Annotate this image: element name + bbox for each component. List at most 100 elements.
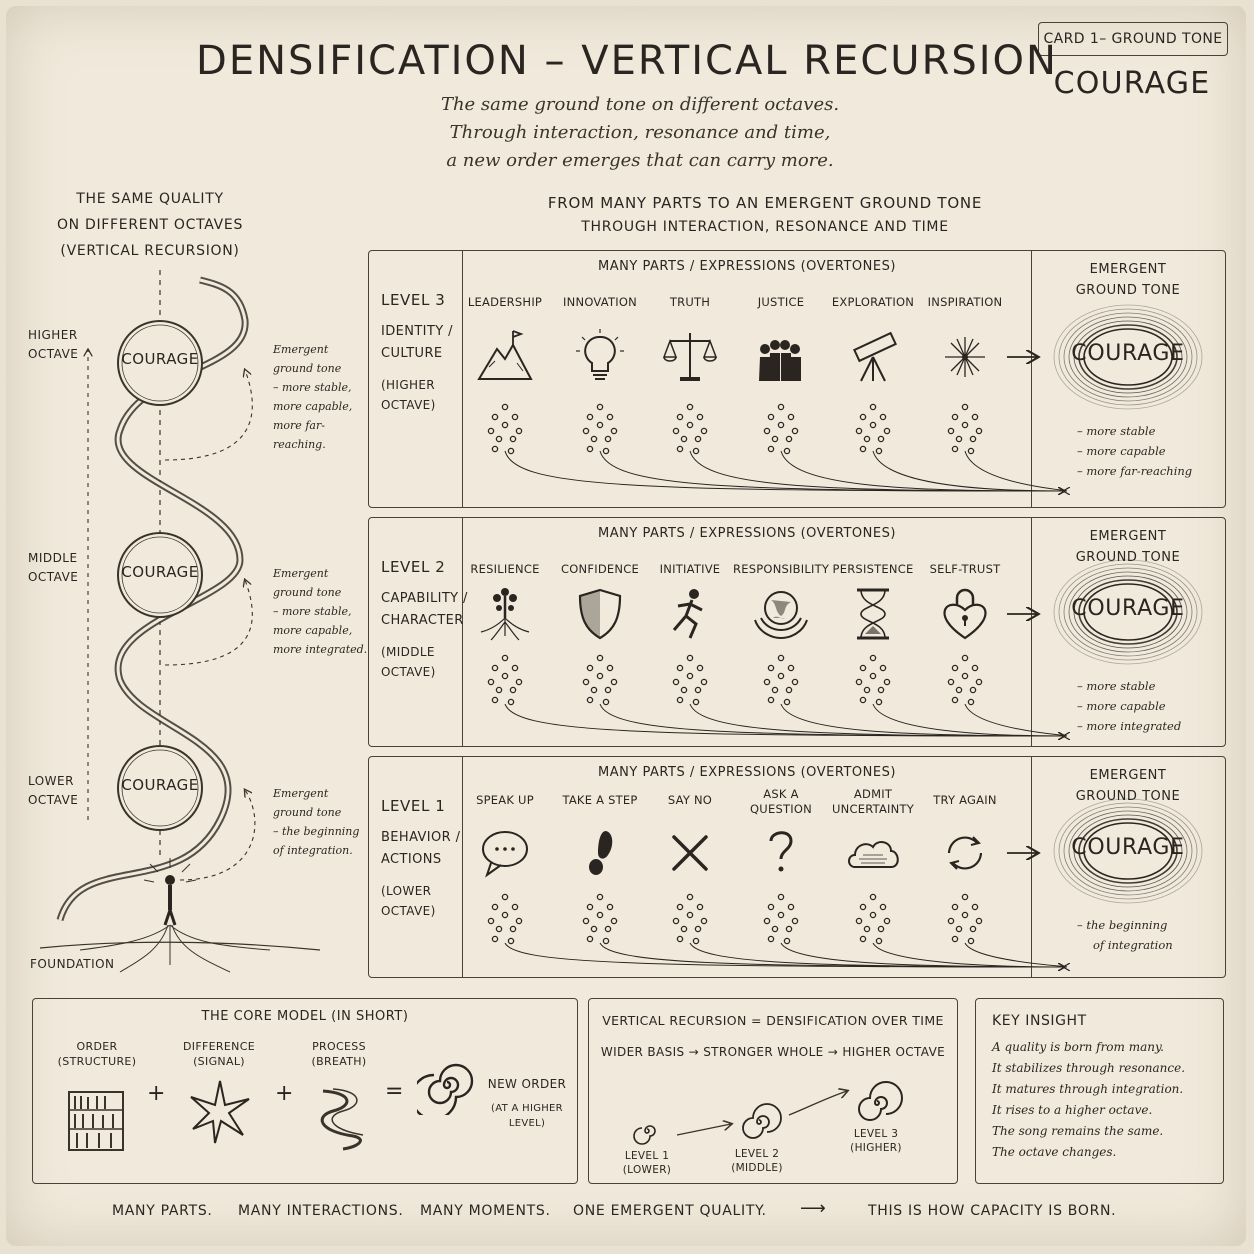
converging-arrows xyxy=(504,559,1203,746)
particle-cluster xyxy=(761,893,801,945)
particle-cluster xyxy=(670,893,710,945)
core-model-title: THE CORE MODEL (IN SHORT) xyxy=(201,1009,409,1024)
core-model-box: THE CORE MODEL (IN SHORT) ORDER(STRUCTUR… xyxy=(32,998,578,1184)
particle-cluster xyxy=(761,403,801,455)
level-title: LEVEL 1 xyxy=(381,797,446,815)
order-label: ORDER(STRUCTURE) xyxy=(57,1040,137,1068)
x-mark-icon xyxy=(660,823,720,883)
octave-spiral-diagram xyxy=(39,270,321,973)
lightbulb-icon xyxy=(570,327,630,387)
emergent-bullets: – more stable– more capable– more far-re… xyxy=(1077,424,1193,478)
new-order-sub: (AT A HIGHER LEVEL) xyxy=(491,1103,563,1129)
many-parts-heading: MANY PARTS / EXPRESSIONS (OVERTONES) xyxy=(597,765,897,780)
particle-cluster xyxy=(945,654,985,706)
overtone-label: EXPLORATION xyxy=(831,295,915,309)
level-name: IDENTITY /CULTURE xyxy=(381,324,453,361)
key-insight-lines: A quality is born from many.It stabilize… xyxy=(992,1040,1186,1159)
tree-roots-icon xyxy=(475,584,535,644)
difference-label: DIFFERENCE(SIGNAL) xyxy=(182,1040,256,1068)
overtone-label: SPEAK UP xyxy=(476,793,534,807)
spiral-icon xyxy=(417,1063,474,1115)
emergent-tone-label: COURAGE xyxy=(1071,835,1185,860)
rec-level-2: LEVEL 2(MIDDLE) xyxy=(731,1148,783,1174)
footer-item-2: MANY INTERACTIONS. xyxy=(238,1203,404,1219)
subtitle-line-1: The same ground tone on different octave… xyxy=(440,94,840,115)
particle-cluster xyxy=(853,893,893,945)
particle-cluster xyxy=(853,654,893,706)
particle-cluster xyxy=(580,893,620,945)
subtitle-line-3: a new order emerges that can carry more. xyxy=(446,150,834,171)
particle-cluster xyxy=(485,654,525,706)
overtone-label: JUSTICE xyxy=(757,295,805,309)
mountain-flag-icon xyxy=(475,327,535,387)
footer-arrow: ⟶ xyxy=(800,1198,827,1219)
many-parts-heading: MANY PARTS / EXPRESSIONS (OVERTONES) xyxy=(597,259,897,274)
circle-label-middle: COURAGE xyxy=(121,563,199,581)
panel-divider-right xyxy=(1031,518,1032,746)
overtone-label: TRY AGAIN xyxy=(933,793,997,807)
many-parts-heading: MANY PARTS / EXPRESSIONS (OVERTONES) xyxy=(597,526,897,541)
overtone-label: TRUTH xyxy=(669,295,711,309)
emergent-tone-label: COURAGE xyxy=(1071,341,1185,366)
converging-arrows xyxy=(504,304,1203,507)
particle-cluster xyxy=(853,403,893,455)
emergent-tone-label: COURAGE xyxy=(1071,596,1185,621)
key-insight-title: KEY INSIGHT xyxy=(992,1013,1087,1029)
page-title: DENSIFICATION – VERTICAL RECURSION xyxy=(196,38,1058,84)
question-mark-icon xyxy=(751,823,811,883)
level-name: BEHAVIOR /ACTIONS xyxy=(381,830,461,867)
recursion-box: VERTICAL RECURSION = DENSIFICATION OVER … xyxy=(588,998,958,1184)
starburst-icon xyxy=(190,1080,250,1144)
particle-cluster xyxy=(945,403,985,455)
card-tag: CARD 1– GROUND TONE xyxy=(1038,22,1228,56)
telescope-icon xyxy=(843,327,903,387)
particle-cluster xyxy=(485,403,525,455)
recursion-spirals xyxy=(633,1081,903,1145)
subtitle-line-2: Through interaction, resonance and time, xyxy=(449,122,831,143)
level-title: LEVEL 3 xyxy=(381,291,446,309)
process-label: PROCESS(BREATH) xyxy=(311,1040,367,1068)
cloud-icon xyxy=(843,823,903,883)
key-insight-box: KEY INSIGHT A quality is born from many.… xyxy=(975,998,1224,1184)
footer-item-5: THIS IS HOW CAPACITY IS BORN. xyxy=(868,1203,1117,1219)
center-heading-1: FROM MANY PARTS TO AN EMERGENT GROUND TO… xyxy=(547,194,983,212)
overtone-label: SAY NO xyxy=(667,793,713,807)
people-icon xyxy=(751,327,811,387)
center-heading-2: THROUGH INTERACTION, RESONANCE AND TIME xyxy=(581,219,949,235)
footprint-icon xyxy=(570,823,630,883)
panel-divider-left xyxy=(462,757,463,977)
level-title: LEVEL 2 xyxy=(381,558,446,576)
overtone-label: ASK A QUESTION xyxy=(750,787,812,816)
panel-divider-right xyxy=(1031,251,1032,507)
left-heading-3: (VERTICAL RECURSION) xyxy=(60,243,240,259)
left-heading-2: ON DIFFERENT OCTAVES xyxy=(56,217,244,233)
particle-cluster xyxy=(485,893,525,945)
equals-sign: = xyxy=(385,1079,404,1104)
overtone-label: INSPIRATION xyxy=(927,295,1003,309)
converging-arrows xyxy=(504,798,1203,977)
left-heading-1: THE SAME QUALITY xyxy=(76,191,224,207)
overtone-label: LEADERSHIP xyxy=(467,295,543,309)
overtone-label: PERSISTENCE xyxy=(832,562,914,576)
bookshelf-icon xyxy=(68,1091,124,1151)
new-order-label: NEW ORDER xyxy=(487,1077,567,1091)
particle-cluster xyxy=(670,403,710,455)
padlock-heart-icon xyxy=(935,584,995,644)
recursion-chain: WIDER BASIS → STRONGER WHOLE → HIGHER OC… xyxy=(600,1045,946,1059)
particle-cluster xyxy=(580,403,620,455)
panel-divider-left xyxy=(462,518,463,746)
particle-cluster xyxy=(761,654,801,706)
level-name: CAPABILITY /CHARACTER xyxy=(381,591,468,628)
plus-sign-2: + xyxy=(275,1081,294,1106)
